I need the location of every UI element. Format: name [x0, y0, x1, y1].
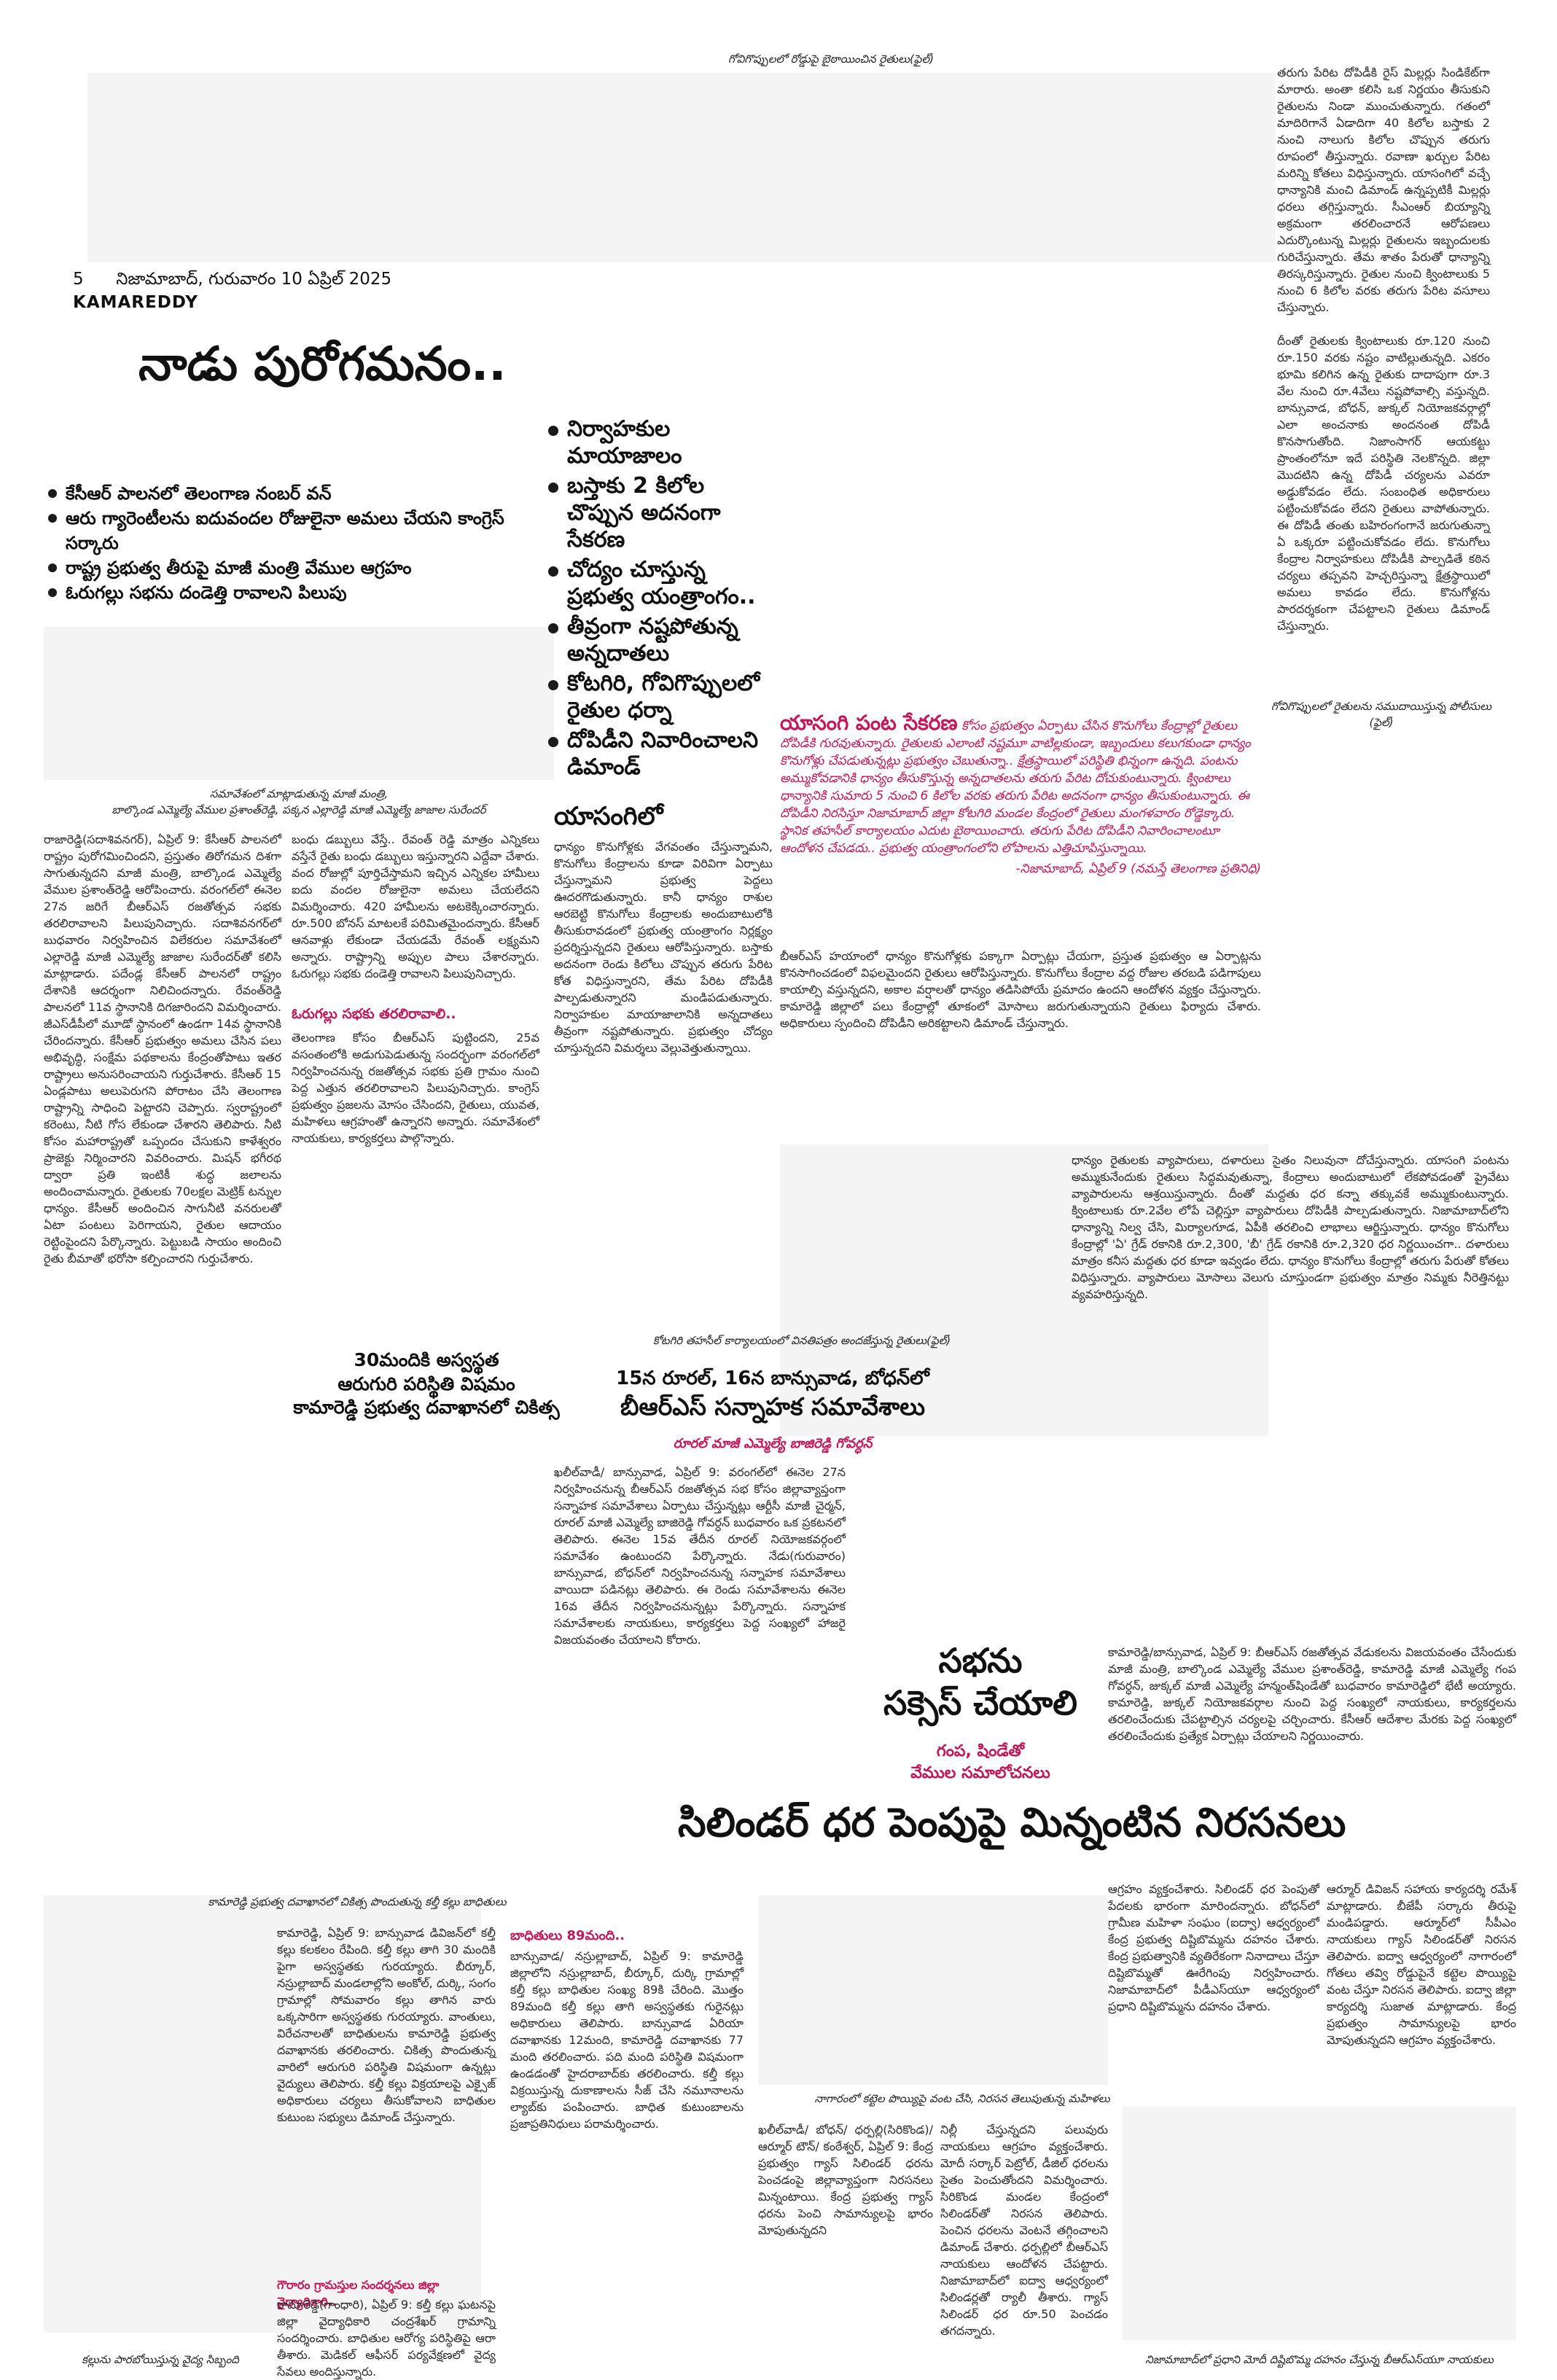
lead-bullets: కేసీఆర్ పాలనలో తెలంగాణ నంబర్ వన్ ఆరు గ్య…: [47, 481, 557, 605]
pull-box-text: కోసం ప్రభుత్వం ఏర్పాటు చేసిన కొనుగోలు కే…: [780, 719, 1251, 856]
headline-line: 15న రూరల్, 16న బాన్సువాడ, బోధన్‌లో: [616, 1367, 929, 1389]
edition-label: KAMAREDDY: [73, 293, 198, 312]
article-column: ఆర్మూర్ డివిజన్ సహాయ కార్యదర్శి రమేశ్ మా…: [1327, 1882, 1521, 2047]
bullet-item: ఓరుగల్లు సభను దండెత్తి రావాలని పిలుపు: [47, 580, 557, 605]
bullet-item: రాష్ట్ర ప్రభుత్వ తీరుపై మాజీ మంత్రి వేము…: [47, 555, 557, 580]
article-column: కామారెడ్డి, ఏప్రిల్ 9: బాన్సువాడ డివిజన్…: [277, 1926, 500, 2124]
bullet-item: కేసీఆర్ పాలనలో తెలంగాణ నంబర్ వన్: [47, 481, 557, 506]
article-column: కామారెడ్డి/బాన్సువాడ, ఏప్రిల్ 9: బీఆర్‌ఎ…: [1108, 1645, 1521, 1743]
news-photo: [44, 1895, 481, 2333]
photo-caption: గోవిగొప్పులలో రైతులను సముదాయిస్తున్న పోల…: [1271, 700, 1492, 729]
article-column: బీఆర్‌ఎస్ హయాంలో ధాన్యం కొనుగోళ్లకు పక్క…: [780, 949, 1265, 1030]
news-photo: [44, 627, 554, 780]
bullet-item: దోపిడీని నివారించాలని డిమాండ్: [547, 727, 765, 781]
dropcap: యాసంగిలో: [554, 802, 663, 831]
bullet-item: తీవ్రంగా నష్టపోతున్న అన్నదాతలు: [547, 613, 765, 667]
news-photo: [1123, 2107, 1516, 2340]
subhead: గౌరారం గ్రామస్తుల సందర్శనలు జిల్లా వైద్య…: [277, 2278, 440, 2309]
subhead: రూరల్ మాజీ ఎమ్మెల్యే బాజిరెడ్డి గోవర్ధన్: [673, 1436, 873, 1451]
article-column: బంధు డబ్బులు వేస్తే.. రేవంత్ రెడ్డి మాత్…: [292, 832, 544, 980]
page-number: 5: [73, 270, 84, 289]
sub-line: వేముల సమాలోచనలు: [910, 1764, 1050, 1782]
sabha-headline: సభను సక్సెస్ చేయాలి: [860, 1640, 1101, 1724]
bullet-item: నిర్వాహకుల మాయాజాలం: [547, 415, 765, 469]
article-column: నిల్లీ చేస్తున్నదని పలువురు నాయకులు ఆగ్ర…: [940, 2123, 1112, 2338]
pull-box: యాసంగి పంట సేకరణ కోసం ప్రభుత్వం ఏర్పాటు …: [780, 711, 1262, 878]
headline-line: సభను: [938, 1641, 1023, 1680]
photo-caption: నిజామాబాద్‌లో ప్రధాని మోదీ దిష్టిబొమ్మ ద…: [1145, 2353, 1494, 2366]
paddy-article: యాసంగిలో: [554, 802, 780, 837]
article-column: ఖలీల్‌వాడీ/ బోధన్/ ధర్పల్లి(సిరికొండ)/ ఆ…: [758, 2123, 937, 2237]
news-photo: [87, 73, 1276, 262]
article-column: తెలంగాణ కోసం బీఆర్‌ఎస్ పుట్టిందని, 25వ వ…: [292, 1031, 544, 1145]
bullet-item: బస్తాకు 2 కిలోల చొప్పున అదనంగా సేకరణ: [547, 472, 765, 553]
bullet-item: కోటగిరి, గోవిగొప్పులలో రైతుల ధర్నా: [547, 670, 765, 724]
photo-caption: సమావేశంలో మాట్లాడుతున్న మాజీ మంత్రి,: [209, 787, 389, 800]
byline: -నిజామాబాద్, ఏప్రిల్ 9 (నమస్తే తెలంగాణ ప…: [1015, 862, 1262, 876]
headline-line: కామారెడ్డి ప్రభుత్వ దవాఖానలో చికిత్స: [293, 1397, 560, 1418]
health-headline: 30మందికి అస్వస్థత ఆరుగురి పరిస్థితి విషమ…: [292, 1349, 561, 1420]
article-column: ఖలీల్‌వాడీ/ బాన్సువాడ, ఏప్రిల్ 9: వరంగల్…: [554, 1465, 850, 1647]
sub-line: గంప, షిండేతో: [936, 1742, 1025, 1760]
date-line: నిజామాబాద్, గురువారం 10 ఏప్రిల్ 2025: [116, 270, 392, 289]
headline-line: సక్సెస్ చేయాలి: [883, 1682, 1077, 1722]
news-photo: [758, 1895, 1108, 2085]
photo-caption: గోవిగొప్పులలో రోడ్డుపై బైఠాయించిన రైతులు…: [728, 52, 934, 66]
photo-caption: కల్లును పారబోయిస్తున్న వైద్య సిబ్బంది: [82, 2353, 239, 2366]
headline-line: ఆరుగురి పరిస్థితి విషమం: [337, 1373, 515, 1394]
headline-line: 30మందికి అస్వస్థత: [354, 1349, 499, 1370]
subhead: ఓరుగల్లు సభకు తరలిరావాలి..: [292, 1006, 456, 1022]
side-bullets: నిర్వాహకుల మాయాజాలం బస్తాకు 2 కిలోల చొప్…: [547, 415, 765, 784]
article-column: రాజారెడ్డి(సదాశివనగర్), ఏప్రిల్ 9: కేసీఆ…: [44, 832, 286, 1265]
subhead: గంప, షిండేతో వేముల సమాలోచనలు: [860, 1742, 1101, 1786]
folio: 5 నిజామాబాద్, గురువారం 10 ఏప్రిల్ 2025 K…: [73, 270, 481, 312]
news-photo: [780, 1144, 1268, 1436]
bullet-item: ఆరు గ్యారెంటీలను ఐదువందల రోజులైనా అమలు చ…: [47, 506, 557, 555]
article-column: ధాన్యం కొనుగోళ్లకు వేగవంతం చేస్తున్నామని…: [554, 840, 777, 1055]
article-column: ధాన్యం రైతులకు వ్యాపారులు, దళారులు సైతం …: [1072, 1153, 1513, 1301]
lead-headline: నాడు పురోగమనం..: [138, 338, 507, 391]
article-column: తరుగు పేరిట దోపిడీకి రైస్ మిల్లర్లు సిండ…: [1277, 66, 1490, 633]
photo-caption: కామారెడ్డి ప్రభుత్వ దవాఖానలో చికిత్స పొం…: [208, 1895, 507, 1908]
article-column: రామారెడ్డి(గాంధారి), ఏప్రిల్ 9: కల్తీ కల…: [277, 2298, 500, 2379]
photo-caption: నాగారంలో కట్టెల పొయ్యిపై వంట చేసి, నిరసన…: [814, 2092, 1110, 2105]
photo-caption: కోటగిరి తహసీల్ కార్యాలయంలో వినతిపత్రం అం…: [652, 1334, 951, 1347]
pull-box-lead: యాసంగి పంట సేకరణ: [780, 711, 958, 735]
headline-line: బీఆర్‌ఎస్ సన్నాహక సమావేశాలు: [620, 1392, 926, 1421]
bullet-item: చోద్యం చూస్తున్న ప్రభుత్వ యంత్రాంగం..: [547, 556, 765, 610]
photo-caption: బాల్కొండ ఎమ్మెల్యే వేముల ప్రశాంత్‌రెడ్డి…: [112, 803, 486, 816]
brs-headline: 15న రూరల్, 16న బాన్సువాడ, బోధన్‌లో బీఆర్…: [554, 1367, 991, 1423]
gas-headline: సిలిండర్ ధర పెంపుపై మిన్నంటిన నిరసనలు: [678, 1799, 1346, 1846]
article-column: బాన్సువాడ/ నస్రుల్లాబాద్, ఏప్రిల్ 9: కామ…: [510, 1949, 748, 2131]
article-column: ఆగ్రహం వ్యక్తంచేశారు. సిలిండర్ ధర పెంపుత…: [1108, 1882, 1324, 2013]
subhead: బాధితులు 89మంది..: [510, 1928, 625, 1943]
